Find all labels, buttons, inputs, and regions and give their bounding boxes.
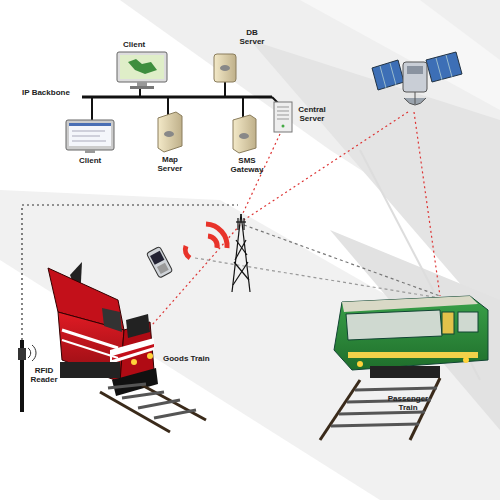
central-server [274,102,292,132]
cell-tower [232,214,250,292]
reader-label: RFID Reader [26,366,62,384]
signal-waves [185,224,227,258]
gateway-label: SMS Gateway [225,156,269,174]
client-monitor [66,120,114,153]
passenger-train [334,296,488,378]
satellite [372,52,462,105]
client-label: Client [123,40,145,49]
rail-track [320,378,440,440]
server-label: Map Server [153,155,187,173]
client-monitor [117,52,167,89]
ip-backbone [82,80,278,120]
db-server [214,54,236,82]
map-server [158,112,182,152]
server-label: Central Server [292,105,332,123]
client-label: Client [79,156,101,165]
goods-train [48,262,158,396]
sms-gateway [233,115,256,153]
backbone-label: IP Backbone [22,88,70,97]
train-label: Passenger Train [383,394,433,412]
train-label: Goods Train [163,354,210,363]
mobile-phone [146,246,172,278]
rail-track [100,384,206,432]
server-label: DB Server [235,28,269,46]
